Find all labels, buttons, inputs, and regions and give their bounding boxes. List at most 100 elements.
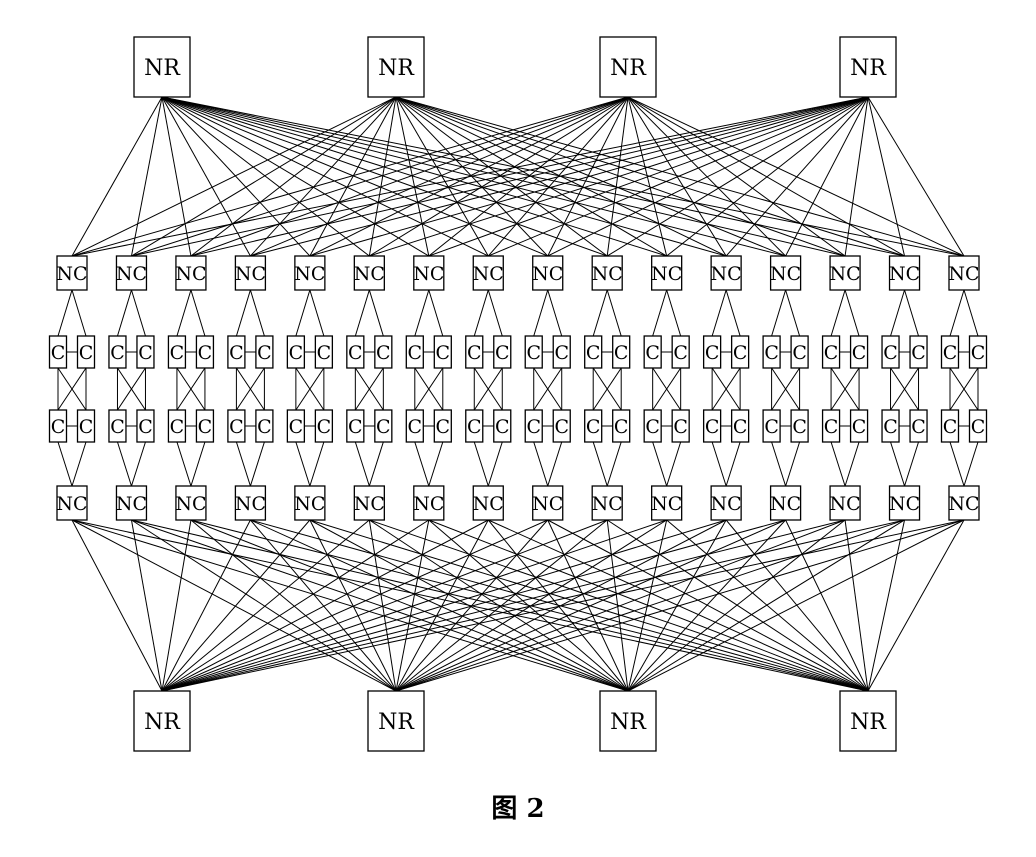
link-top-router-1-nc-2 (130, 96, 163, 257)
link-bottom-router-3-nc-14 (627, 519, 846, 692)
node-controller-top-16: NC (948, 255, 980, 291)
core-6-row2-right-label: C (376, 416, 391, 438)
core-7-row2-right-box (433, 409, 452, 443)
core-3-row2-left: C (167, 409, 187, 443)
link-bottom-router-2-nc-7 (395, 519, 430, 692)
node-controller-top-8: NC (472, 255, 504, 291)
node-controller-top-9-label: NC (532, 263, 563, 285)
node-controller-bottom-6-box (353, 485, 385, 521)
core-11-row2-left-label: C (645, 416, 660, 438)
core-7-row1-right-box (433, 335, 452, 369)
core-14-row1-right-box (849, 335, 869, 369)
link-top-router-2-nc-6 (368, 96, 397, 257)
link-top-router-1-nc-9 (161, 96, 548, 257)
router-bottom-2-label: NR (378, 710, 415, 735)
core-1-row1-left-box (48, 335, 68, 369)
link-core-nc-14-a (830, 441, 846, 487)
core-4-row1-left-box (227, 335, 246, 369)
link-top-router-3-nc-15 (627, 96, 905, 257)
link-core-cross-8-b (473, 367, 503, 411)
link-nc-core-13-b (785, 289, 801, 337)
core-13-row1-right-box (790, 335, 809, 369)
node-controller-bottom-8: NC (472, 485, 504, 521)
link-core-nc-10-a (592, 441, 608, 487)
core-12-row2-right: C (730, 409, 750, 443)
node-controller-top-14: NC (829, 255, 861, 291)
link-core-cross-16-b (949, 367, 979, 411)
link-nc-core-15-a (890, 289, 906, 337)
link-top-router-4-nc-7 (428, 96, 869, 257)
link-core-nc-14-b (844, 441, 860, 487)
link-core-cross-13-b (771, 367, 801, 411)
link-bottom-router-3-nc-2 (131, 519, 629, 692)
core-2-row2-left-label: C (110, 416, 125, 438)
core-10-row2-left: C (584, 409, 603, 443)
core-16-row1-right-box (968, 335, 988, 369)
node-controller-top-1-label: NC (56, 263, 87, 285)
node-controller-bottom-9-box (532, 485, 564, 521)
node-controller-top-1: NC (56, 255, 88, 291)
link-bottom-router-2-nc-1 (71, 519, 397, 692)
node-controller-top-13-box (769, 255, 802, 291)
core-13-row2-right-box (790, 409, 809, 443)
router-bottom-4: NR (839, 690, 897, 752)
core-1-row2-left: C (48, 409, 68, 443)
core-9-row1-right-label: C (554, 342, 569, 364)
node-controller-bottom-14-label: NC (829, 493, 860, 515)
link-top-router-4-nc-3 (190, 96, 869, 257)
core-3-row1-left: C (167, 335, 187, 369)
core-5-row2-left: C (286, 409, 306, 443)
link-bottom-router-1-nc-2 (130, 519, 163, 692)
node-controller-top-9-box (532, 255, 564, 291)
link-bottom-router-1-nc-3 (161, 519, 192, 692)
core-8-row1-right-box (493, 335, 512, 369)
core-7-row1-left: C (405, 335, 424, 369)
core-14-row1-left-label: C (824, 342, 839, 364)
core-10-row2-right: C (612, 409, 631, 443)
core-14-row2-right: C (849, 409, 869, 443)
link-top-router-2-nc-3 (190, 96, 397, 257)
node-controller-top-4-label: NC (235, 263, 266, 285)
node-controller-top-11: NC (651, 255, 683, 291)
core-13-row2-right-label: C (792, 416, 807, 438)
core-7-row2-right: C (433, 409, 452, 443)
core-13-row1-left-label: C (764, 342, 779, 364)
link-core-cross-7-b (414, 367, 444, 411)
core-9-row2-left: C (524, 409, 543, 443)
link-nc-core-14-b (844, 289, 860, 337)
core-3-row2-right-box (195, 409, 215, 443)
link-core-nc-13-b (785, 441, 801, 487)
link-top-router-1-nc-4 (161, 96, 251, 257)
link-bottom-router-1-nc-1 (71, 519, 163, 692)
link-top-router-3-nc-14 (627, 96, 846, 257)
core-1-row1-right-label: C (79, 342, 94, 364)
link-core-nc-16-b (963, 441, 979, 487)
core-13-row2-left-label: C (764, 416, 779, 438)
node-controller-top-6-label: NC (354, 263, 385, 285)
node-controller-bottom-3: NC (175, 485, 207, 521)
core-6-row2-left: C (346, 409, 365, 443)
core-6-row1-right: C (374, 335, 393, 369)
core-16-row1-left-label: C (943, 342, 958, 364)
core-1-row1-left-label: C (51, 342, 66, 364)
link-top-router-3-nc-4 (250, 96, 629, 257)
core-3-row1-left-label: C (170, 342, 185, 364)
link-nc-core-7-a (414, 289, 430, 337)
node-controller-bottom-3-box (175, 485, 207, 521)
core-9-row2-right: C (552, 409, 571, 443)
node-controller-bottom-4-box (234, 485, 267, 521)
node-controller-bottom-7-box (413, 485, 445, 521)
router-bottom-3: NR (599, 690, 657, 752)
core-2-row1-left-box (108, 335, 127, 369)
link-nc-core-9-b (547, 289, 563, 337)
link-top-router-4-nc-4 (250, 96, 869, 257)
node-controller-bottom-16: NC (948, 485, 980, 521)
router-top-4: NR (839, 36, 897, 98)
link-top-router-2-nc-2 (131, 96, 397, 257)
core-10-row2-left-box (584, 409, 603, 443)
link-core-nc-5-b (309, 441, 325, 487)
core-8-row1-left: C (465, 335, 484, 369)
link-core-cross-14-b (830, 367, 860, 411)
node-controller-top-12-box (710, 255, 742, 291)
